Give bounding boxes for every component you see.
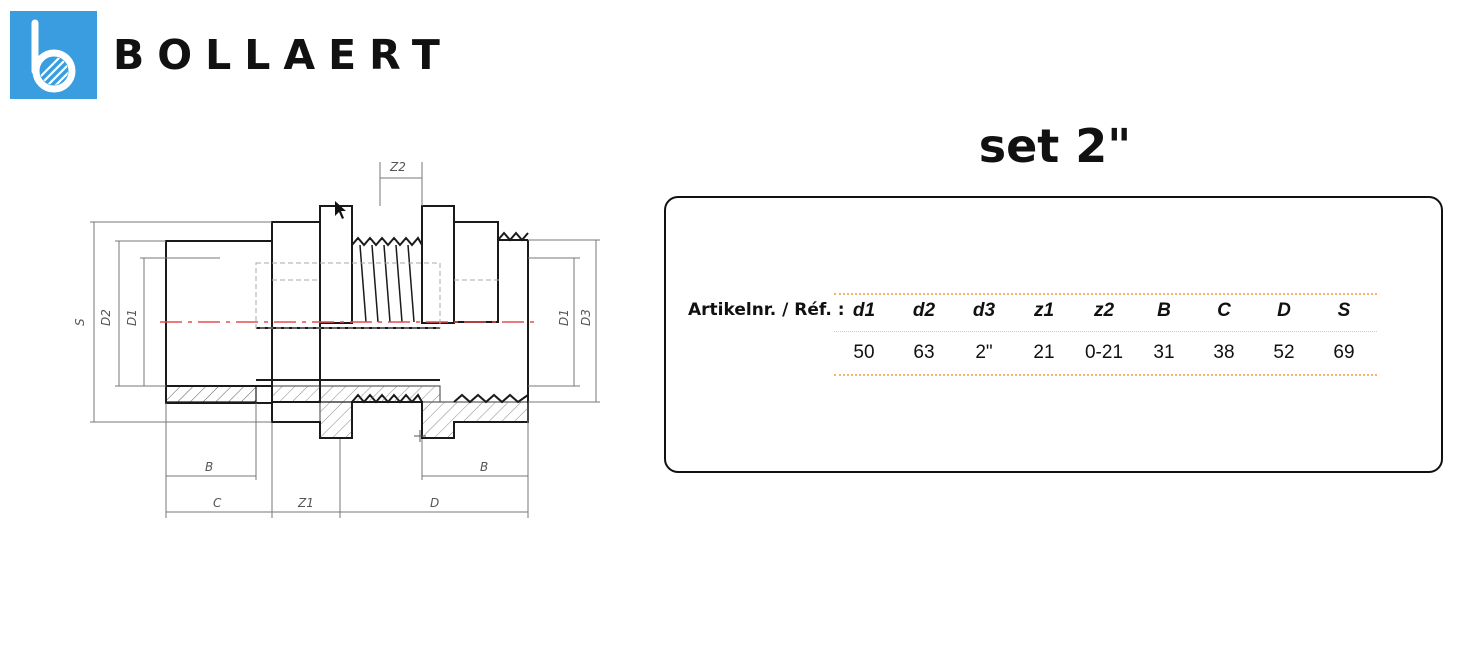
flange-right-outline [453,221,499,323]
header-b: B [1157,300,1171,321]
label-d2: D2 [99,309,113,326]
nut-right-outline [421,205,455,324]
header-d2: d2 [912,300,936,321]
header-z2: z2 [1093,300,1115,321]
flange-left-outline [271,221,321,403]
header-d1: d1 [852,300,876,321]
spec-panel: Artikelnr. / Réf. : d1 d2 d3 z1 z2 B C D… [664,196,1443,473]
set-title: set 2" [978,119,1132,173]
thread-top [351,236,423,247]
header-c: C [1217,300,1231,321]
value-d: 52 [1273,342,1295,363]
value-d2: 63 [913,342,935,363]
value-c: 38 [1213,342,1235,363]
value-z2: 0-21 [1084,342,1124,363]
mouse-cursor-icon [335,201,346,219]
table-rule-middle [834,331,1377,332]
label-c: C [213,496,222,510]
table-rule-top [834,293,1377,295]
table-value-row: 50 63 2" 21 0-21 31 38 52 69 [834,340,1377,366]
value-s: 69 [1333,342,1355,363]
label-b-left: B [205,460,213,474]
value-d3: 2" [975,342,993,363]
nut-left-outline [319,205,353,324]
value-z1: 21 [1033,342,1055,363]
label-s: S [73,318,87,326]
label-z1: Z1 [297,496,314,510]
header-d3: d3 [972,300,996,321]
technical-drawing: Z2 S D2 D1 D1 D3 B B C Z1 D [73,160,600,518]
brand-name: BOLLAERT [113,31,453,79]
label-d3: D3 [579,309,593,326]
ref-label: Artikelnr. / Réf. : [688,300,845,320]
label-b-right: B [480,460,488,474]
label-z2: Z2 [389,160,406,174]
table-header-row: d1 d2 d3 z1 z2 B C D S [834,298,1377,324]
crosshair-cursor-icon [414,430,426,442]
value-d1: 50 [853,342,875,363]
header-s: S [1337,300,1351,321]
label-d: D [430,496,439,510]
header-d: D [1277,300,1291,321]
logo [10,11,97,99]
logo-mark-icon [31,19,76,93]
header-z1: z1 [1033,300,1055,321]
label-d1-right: D1 [557,309,571,326]
table-rule-bottom [834,374,1377,376]
label-d1-left: D1 [125,309,139,326]
value-b: 31 [1153,342,1175,363]
